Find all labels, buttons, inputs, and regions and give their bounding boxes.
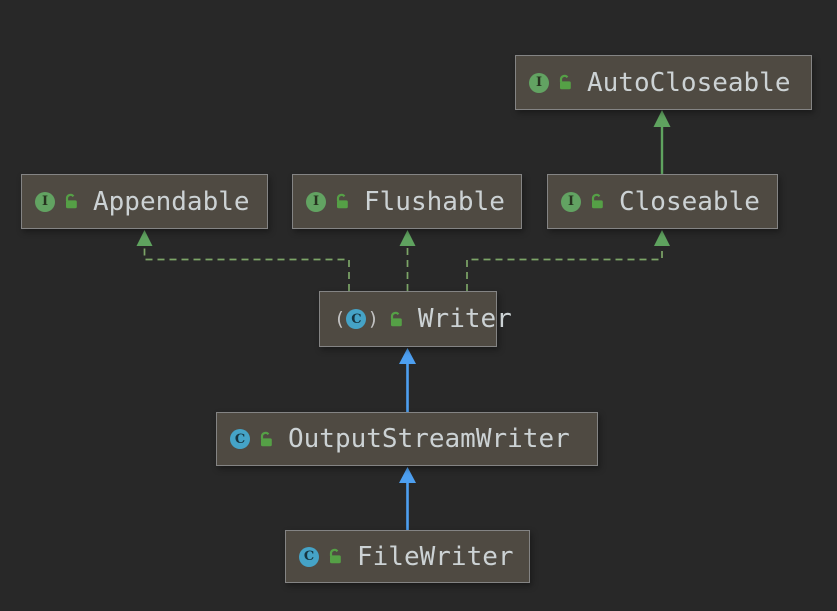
open-lock-icon bbox=[65, 193, 77, 209]
class-icon: C bbox=[230, 429, 250, 449]
node-label: Appendable bbox=[93, 186, 250, 217]
interface-icon: I bbox=[306, 191, 326, 212]
edge-writer-flushable-arrowhead bbox=[399, 230, 416, 246]
abstract-paren-left: ( bbox=[334, 307, 346, 330]
node-autocloseable[interactable]: I AutoCloseable bbox=[515, 55, 812, 110]
interface-icon: I bbox=[561, 191, 581, 212]
node-flushable[interactable]: I Flushable bbox=[292, 174, 522, 229]
class-icon: C bbox=[299, 546, 319, 567]
edge-writer-appendable-arrowhead bbox=[136, 230, 153, 246]
node-outputstreamwriter[interactable]: C OutputStreamWriter bbox=[216, 412, 598, 466]
node-label: OutputStreamWriter bbox=[288, 424, 570, 454]
edge-writer-closeable-line bbox=[466, 245, 663, 291]
node-label: FileWriter bbox=[357, 541, 514, 572]
open-lock-icon bbox=[329, 548, 341, 564]
node-label: AutoCloseable bbox=[587, 67, 791, 98]
node-writer[interactable]: ( C ) Writer bbox=[319, 291, 512, 347]
open-lock-icon bbox=[260, 431, 272, 446]
edge-writer-closeable-arrowhead bbox=[654, 230, 670, 246]
edge-writer-appendable-line bbox=[143, 245, 350, 291]
open-lock-icon bbox=[559, 74, 571, 90]
node-closeable[interactable]: I Closeable bbox=[547, 174, 778, 229]
open-lock-icon bbox=[390, 311, 402, 326]
abstract-paren-right: ) bbox=[367, 307, 379, 330]
edge-outputstreamwriter-writer-arrowhead bbox=[399, 348, 416, 364]
node-label: Flushable bbox=[364, 186, 505, 217]
interface-icon: I bbox=[529, 72, 549, 93]
open-lock-icon bbox=[336, 193, 348, 209]
edge-closeable-autocloseable-arrowhead bbox=[653, 110, 671, 127]
edge-filewriter-outputstreamwriter-arrowhead bbox=[399, 467, 416, 483]
abstract-class-icon: C bbox=[346, 309, 367, 329]
node-appendable[interactable]: I Appendable bbox=[21, 174, 268, 229]
node-label: Closeable bbox=[619, 186, 760, 217]
interface-icon: I bbox=[35, 191, 55, 212]
node-filewriter[interactable]: C FileWriter bbox=[285, 530, 530, 583]
node-label: Writer bbox=[417, 304, 512, 334]
open-lock-icon bbox=[591, 193, 603, 209]
